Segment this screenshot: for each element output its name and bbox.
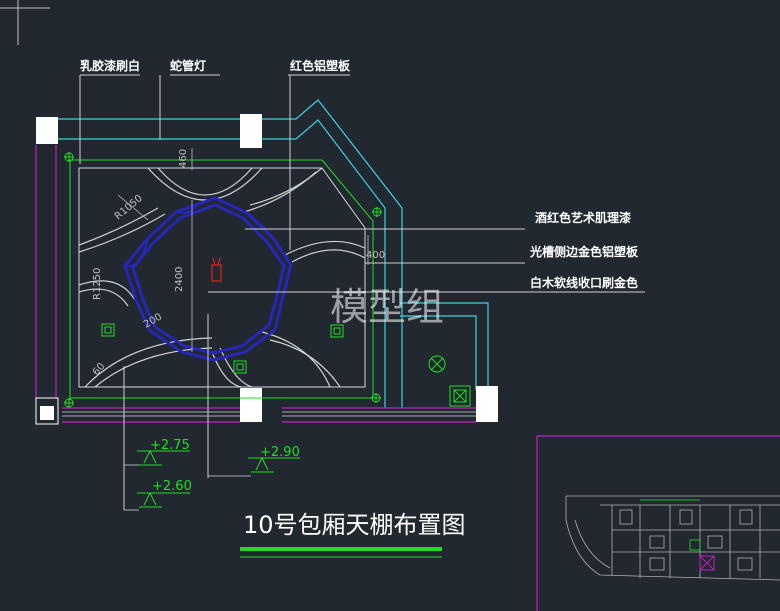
key-plan-highlight — [699, 555, 715, 571]
spot-light-icon — [372, 207, 382, 217]
level-markers — [137, 449, 300, 508]
label-slot-gold-panel: 光槽侧边金色铝塑板 — [529, 244, 639, 259]
dim-2400: 2400 — [174, 267, 185, 292]
drawing-title: 10号包厢天棚布置图 — [243, 511, 466, 539]
vent-icon — [101, 323, 115, 337]
spot-light-icon — [64, 152, 74, 162]
title-underline — [240, 547, 442, 551]
level-leaders — [124, 464, 251, 511]
ceiling-boundary — [69, 159, 374, 399]
dim-400: 400 — [366, 250, 385, 261]
label-red-al-panel: 红色铝塑板 — [290, 58, 351, 73]
dim-200: 200 — [142, 312, 164, 331]
magenta-walls — [35, 145, 780, 611]
columns — [35, 114, 498, 425]
key-plan — [565, 495, 780, 581]
spot-light-icon — [64, 398, 74, 408]
star-lamp — [123, 196, 293, 362]
vent-icon — [233, 360, 247, 374]
vent-icon — [449, 385, 471, 407]
label-white-wood-trim: 白木软线收口刷金色 — [530, 275, 638, 290]
dim-r1250: R1250 — [92, 268, 103, 300]
star-lamp-spikes — [124, 197, 274, 268]
spot-light-icons — [64, 152, 471, 408]
corner-marks — [0, 0, 50, 45]
level-290: +2.90 — [260, 445, 300, 460]
wall-lines — [56, 99, 489, 408]
vent-icon — [330, 324, 344, 338]
label-tube-light: 蛇管灯 — [170, 58, 206, 73]
label-latex-paint: 乳胶漆刷白 — [80, 58, 140, 73]
spot-light-icon — [371, 393, 381, 403]
key-plan-green — [640, 499, 701, 551]
dim-460: 460 — [178, 149, 189, 168]
dim-60: 60 — [91, 361, 108, 378]
label-wine-red-paint: 酒红色艺术肌理漆 — [535, 210, 631, 225]
watermark: 模型组 — [330, 285, 444, 329]
ceiling-light-icon — [428, 355, 446, 373]
dimension-lines — [117, 148, 369, 352]
level-275: +2.75 — [150, 438, 190, 453]
center-fixture — [211, 257, 222, 282]
level-260: +2.60 — [152, 479, 192, 494]
leader-lines — [79, 74, 645, 510]
window-lines — [62, 411, 476, 417]
